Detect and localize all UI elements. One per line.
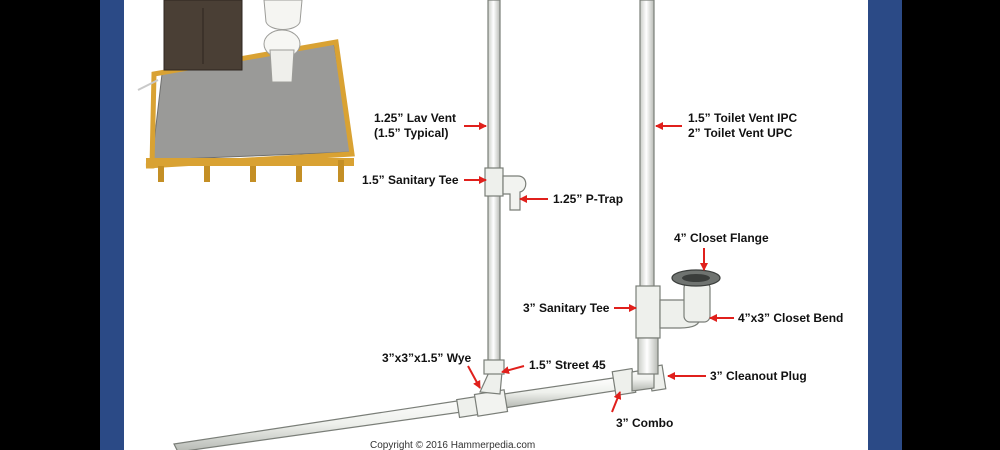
wye-label: 3”x3”x1.5” Wye	[382, 351, 472, 365]
p-trap	[502, 175, 527, 211]
floor-joist	[158, 166, 164, 182]
lav-vent-label: 1.25” Lav Vent	[374, 111, 457, 125]
floor-joist	[296, 166, 302, 182]
toilet-vertical-vent	[639, 0, 655, 291]
toilet-base	[269, 49, 295, 83]
street-45-label: 1.5” Street 45	[529, 358, 606, 372]
arrow	[501, 365, 525, 375]
drop-pipe	[637, 337, 659, 375]
plumbing-diagram	[137, 0, 734, 450]
closet-bend-riser	[683, 281, 711, 323]
wye-body	[473, 389, 509, 417]
callout-arrows	[464, 122, 734, 413]
toilet-vent-ipc-label: 1.5” Toilet Vent IPC	[688, 111, 798, 125]
sanitary-tee-small-label: 1.5” Sanitary Tee	[362, 173, 459, 187]
left-frame-border	[100, 0, 124, 450]
floor-joist	[250, 166, 256, 182]
closet-flange-opening	[682, 274, 710, 282]
sanitary-tee-large-label: 3” Sanitary Tee	[523, 301, 610, 315]
floor-joist	[338, 160, 344, 182]
closet-flange-label: 4” Closet Flange	[674, 231, 769, 245]
closet-bend-label: 4”x3” Closet Bend	[738, 311, 844, 325]
lav-vent-pipe	[483, 0, 527, 375]
drain-pipe-segment	[503, 376, 621, 409]
arrow	[611, 391, 622, 413]
bathroom-floor-inset	[137, 0, 355, 182]
cleanout-plug-label: 3” Cleanout Plug	[710, 369, 807, 383]
toilet-tank	[263, 0, 303, 30]
floor-joist	[204, 166, 210, 182]
copyright-text: Copyright © 2016 Hammerpedia.com	[370, 440, 536, 450]
right-frame-border	[868, 0, 902, 450]
wye-fitting	[473, 369, 509, 417]
arrow	[467, 365, 481, 389]
lav-vent-typical-label: (1.5” Typical)	[374, 126, 449, 140]
p-trap-label: 1.25” P-Trap	[553, 192, 624, 206]
wall-edge	[137, 79, 159, 91]
diagram-canvas: 1.25” Lav Vent (1.5” Typical) 1.5” Sanit…	[124, 0, 868, 450]
street-45-fitting	[483, 359, 505, 375]
toilet-vent-pipe	[635, 0, 721, 375]
toilet-vent-upc-label: 2” Toilet Vent UPC	[688, 126, 793, 140]
toilet-sanitary-tee	[635, 285, 661, 339]
lav-sanitary-tee	[484, 167, 504, 197]
floor-joist-band	[146, 158, 354, 166]
combo-label: 3” Combo	[616, 416, 674, 430]
main-drain-pipe	[173, 364, 667, 450]
